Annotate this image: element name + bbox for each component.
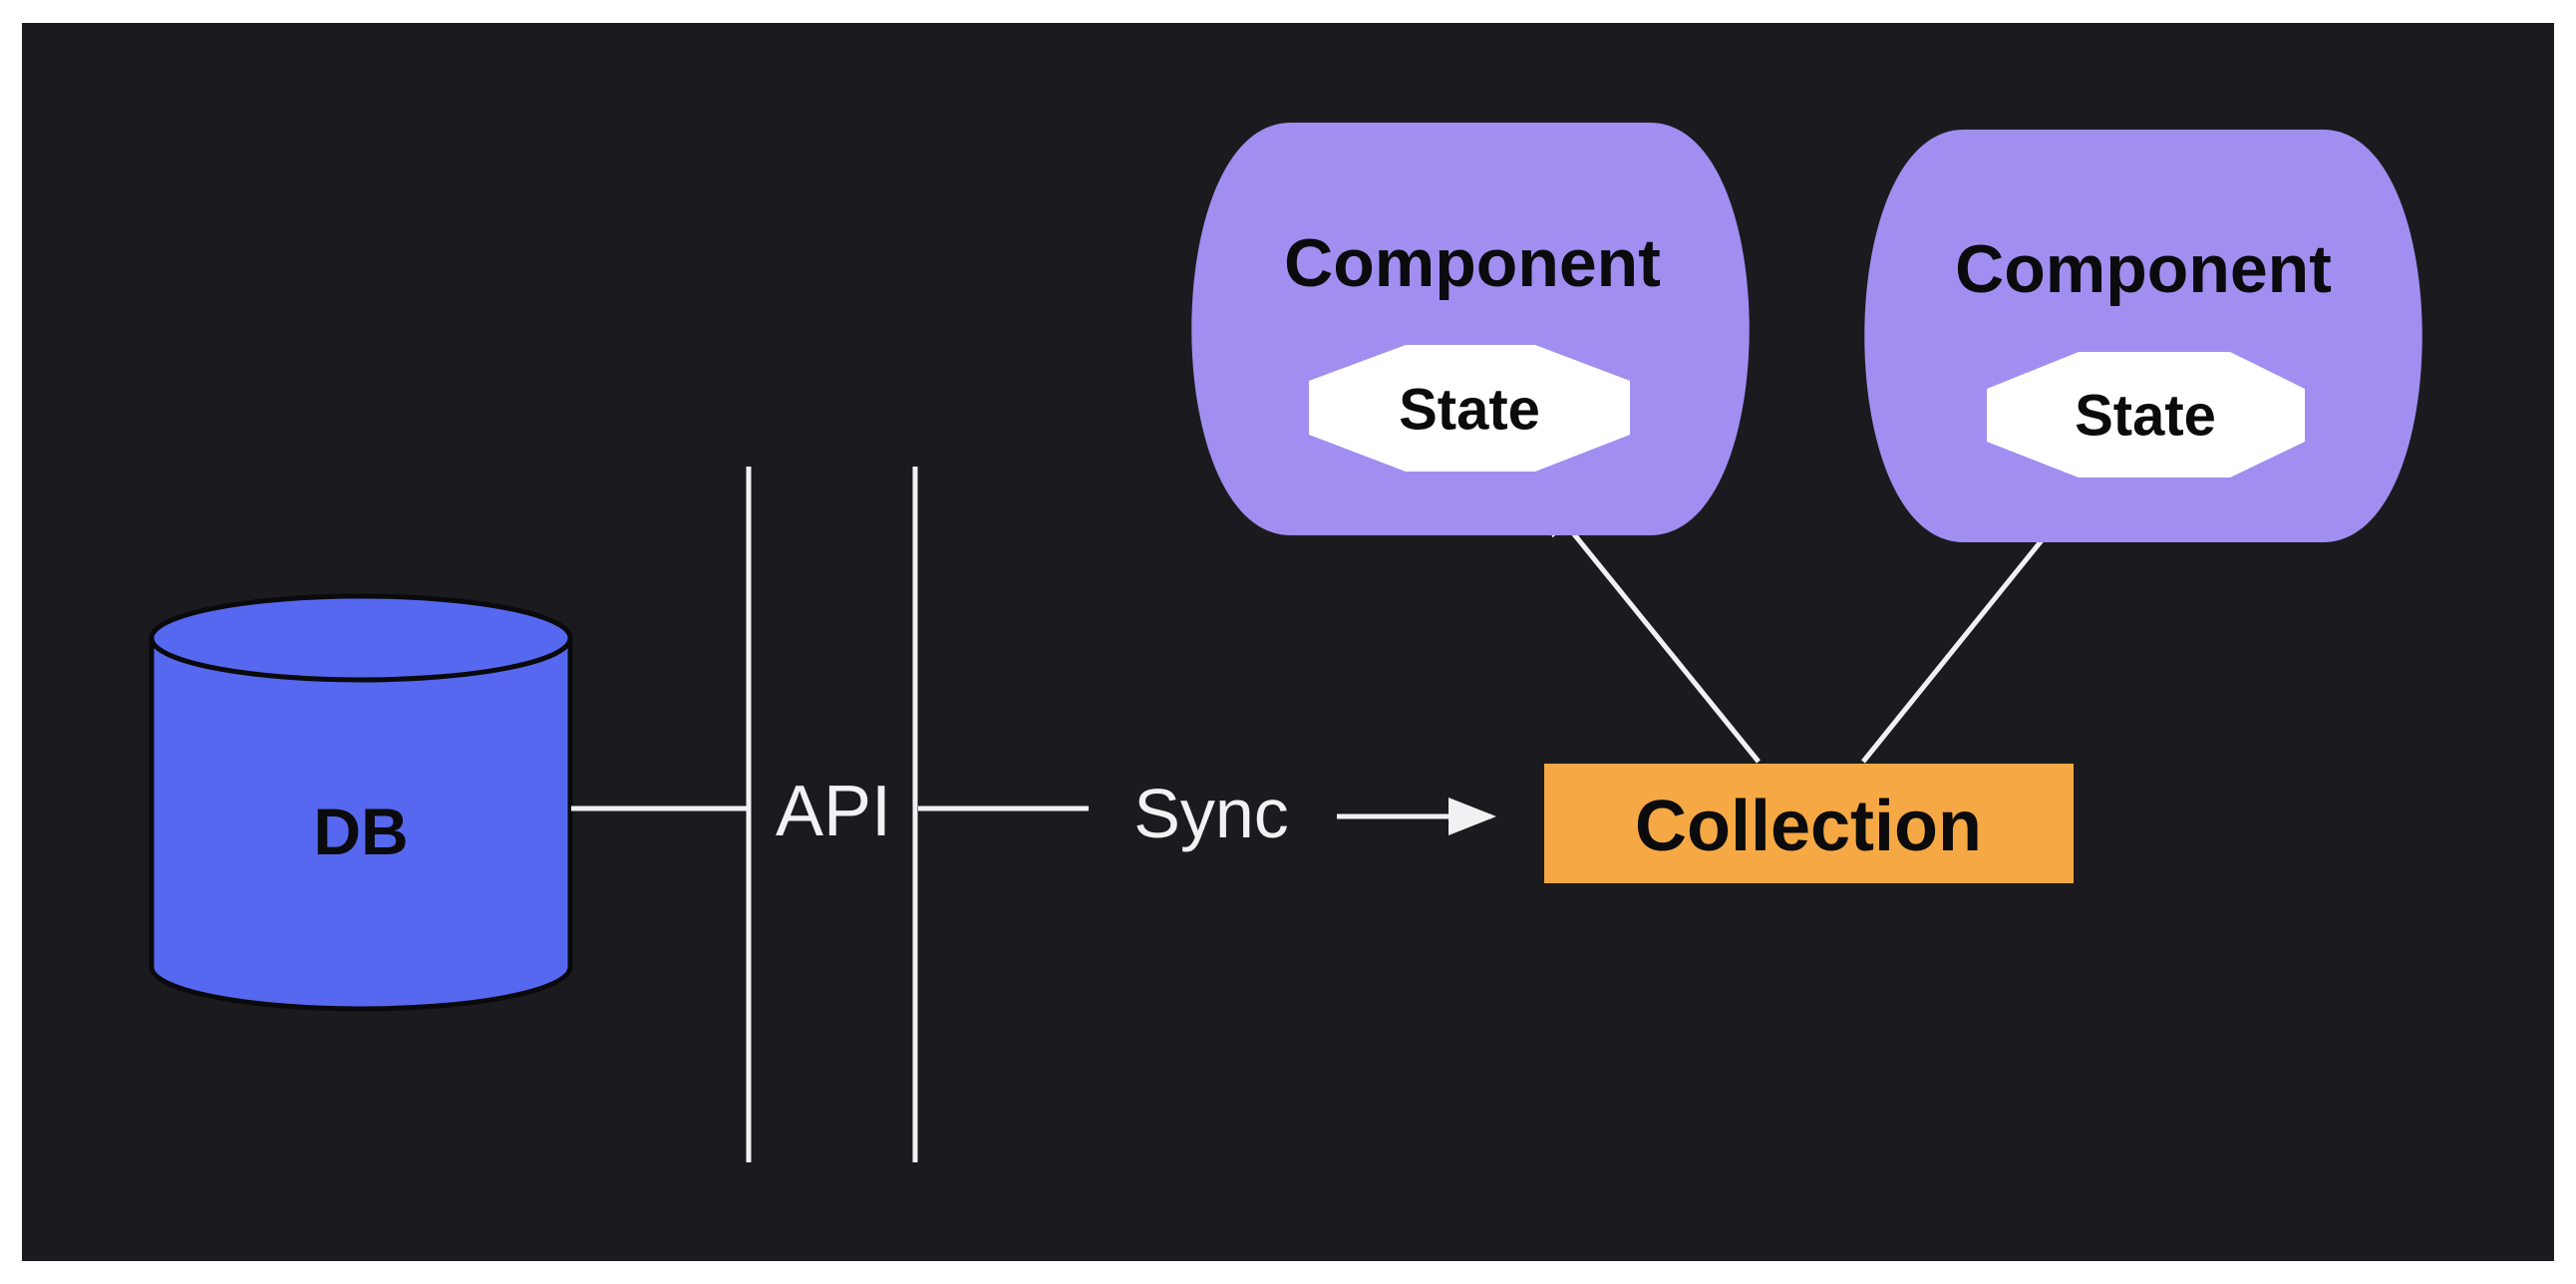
collection-label: Collection xyxy=(1635,787,1982,866)
db-node: DB xyxy=(149,593,573,1012)
component-1-label: Component xyxy=(1284,225,1661,301)
collection-box xyxy=(1544,764,2074,883)
component-2-node: Component State xyxy=(1864,130,2422,542)
component-2-state-label: State xyxy=(2075,384,2216,449)
component-2-state-octagon xyxy=(1987,352,2305,478)
collection-node: Collection xyxy=(1544,764,2074,883)
component-2-shape xyxy=(1864,130,2422,542)
db-cylinder-top xyxy=(149,593,573,683)
db-cylinder-body xyxy=(149,635,573,1012)
component-1-node: Component State xyxy=(1191,123,1750,535)
sync-label: Sync xyxy=(1133,775,1289,852)
component-1-state-label: State xyxy=(1399,378,1540,443)
api-label: API xyxy=(776,772,891,851)
component-1-state-octagon xyxy=(1309,345,1630,472)
collection-to-state-1-arrow xyxy=(1536,488,1761,764)
db-label: DB xyxy=(313,795,408,868)
component-2-label: Component xyxy=(1955,231,2332,307)
api-boundary: API xyxy=(746,467,918,1162)
component-1-shape xyxy=(1191,123,1750,535)
